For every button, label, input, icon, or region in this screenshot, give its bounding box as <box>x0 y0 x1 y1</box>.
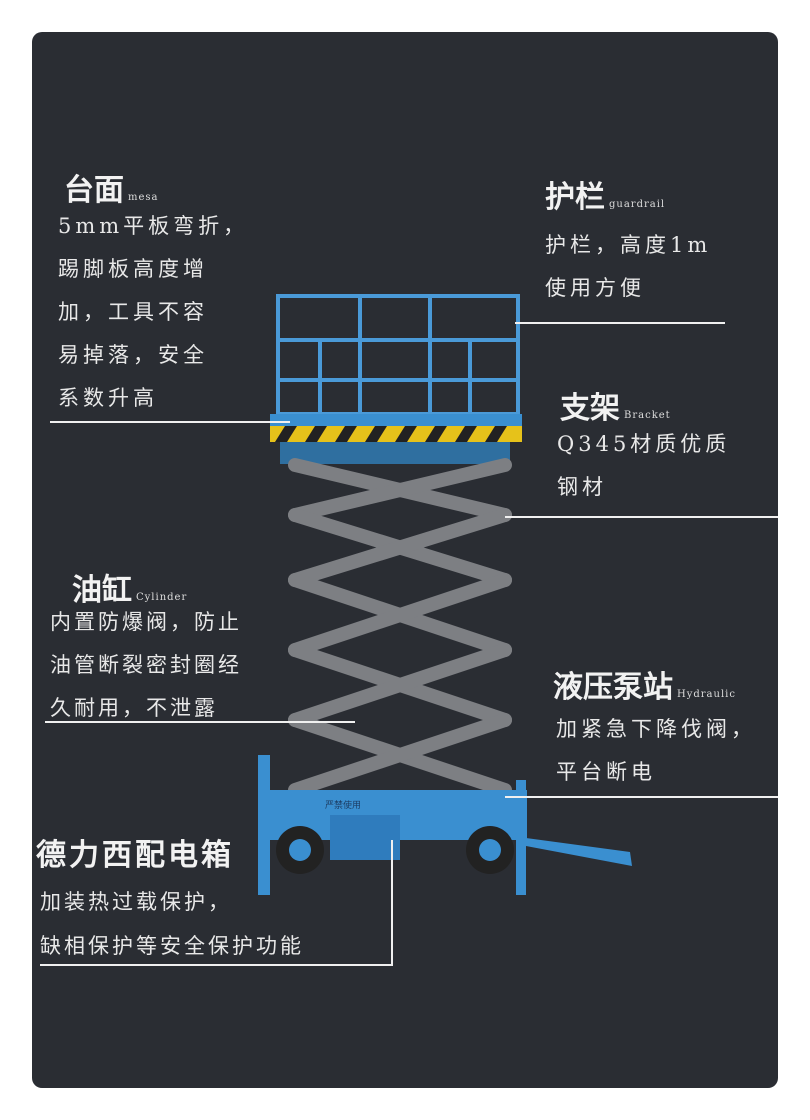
machine-label: 严禁使用 <box>325 799 361 811</box>
feature-desc-electric-box: 加装热过载保护，缺相保护等安全保护功能 <box>40 890 304 958</box>
feature-title-electric-box: 德力西配电箱 <box>36 838 234 873</box>
scissor-arms <box>288 458 512 797</box>
background-panel <box>32 32 778 1088</box>
guardrail <box>276 294 520 416</box>
callout-line-electric-box <box>40 964 393 966</box>
callout-line-mesa <box>50 421 290 423</box>
feature-desc-bracket: Q345材质优质钢材 <box>557 432 731 499</box>
callout-line-hydraulic <box>505 796 778 798</box>
callout-line-electric-box-vertical <box>391 840 393 965</box>
platform-deck <box>270 414 522 426</box>
callout-line-bracket <box>505 516 778 518</box>
feature-desc-cylinder: 内置防爆阀，防止油管断裂密封圈经久耐用，不泄露 <box>50 610 242 720</box>
base-chassis <box>258 755 632 895</box>
feature-desc-mesa: 5mm平板弯折，踢脚板高度增加，工具不容易掉落，安全系数升高 <box>58 214 249 410</box>
feature-desc-hydraulic: 加紧急下降伐阀，平台断电 <box>556 717 756 784</box>
wheels <box>276 826 514 874</box>
callout-line-cylinder <box>45 721 355 723</box>
callout-line-guardrail <box>515 322 725 324</box>
